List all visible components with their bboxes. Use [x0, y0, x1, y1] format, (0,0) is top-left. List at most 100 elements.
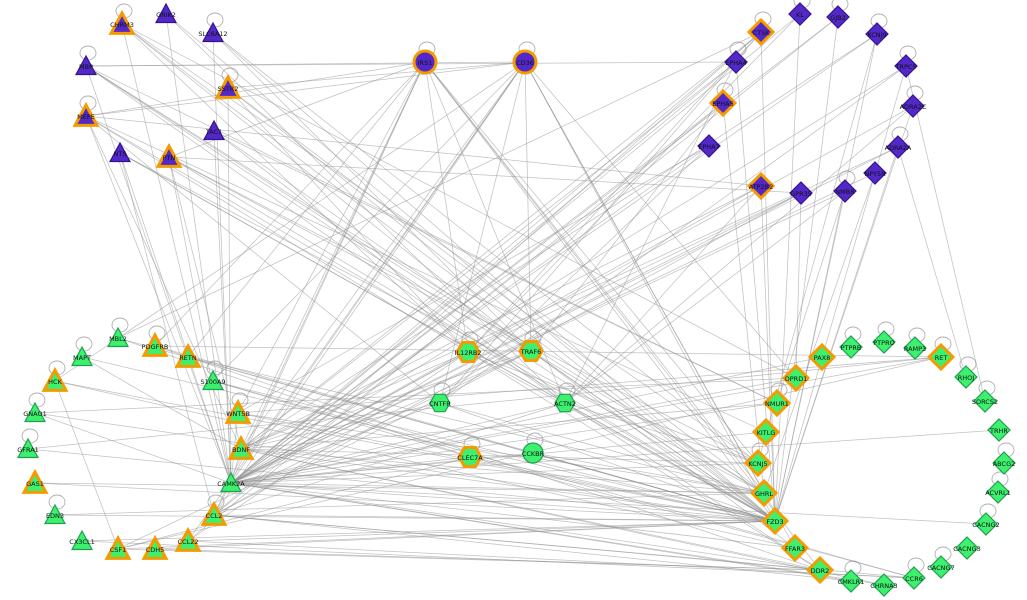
diamond-node-shape[interactable] — [839, 569, 863, 593]
diamond-node-shape[interactable] — [751, 417, 781, 447]
diamond-node-shape[interactable] — [987, 418, 1011, 442]
diamond-node-shape[interactable] — [872, 573, 896, 597]
diamond-node-shape[interactable] — [902, 566, 926, 590]
diamond-node-shape[interactable] — [724, 50, 748, 74]
diamond-node-shape[interactable] — [762, 388, 792, 418]
diamond-node-shape[interactable] — [973, 389, 997, 413]
triangle-node-shape[interactable] — [219, 471, 243, 493]
hexagon-node-shape[interactable] — [554, 393, 576, 413]
triangle-node-shape[interactable] — [155, 142, 183, 168]
node-GPR35[interactable]: GPR35 — [789, 181, 813, 205]
node-TRHR[interactable]: TRHR — [987, 418, 1011, 442]
node-CACNG7[interactable]: CACNG7 — [927, 555, 955, 579]
diamond-node-shape[interactable] — [886, 135, 910, 159]
diamond-node-shape[interactable] — [926, 342, 956, 372]
triangle-node-shape[interactable] — [227, 434, 255, 460]
triangle-node-shape[interactable] — [16, 437, 40, 459]
node-PAX8[interactable]: PAX8 — [807, 342, 837, 372]
triangle-node-shape[interactable] — [202, 119, 226, 141]
triangle-node-shape[interactable] — [174, 342, 202, 368]
hexagon-node-shape[interactable] — [457, 446, 483, 468]
triangle-node-shape[interactable] — [74, 54, 98, 76]
diamond-node-shape[interactable] — [929, 555, 953, 579]
triangle-node-shape[interactable] — [108, 9, 136, 35]
hexagon-node-shape[interactable] — [429, 393, 451, 413]
node-KITLG[interactable]: KITLG — [751, 417, 781, 447]
diamond-node-shape[interactable] — [743, 448, 773, 478]
triangle-node-shape[interactable] — [141, 534, 169, 560]
triangle-node-shape[interactable] — [106, 326, 130, 348]
diamond-node-shape[interactable] — [903, 336, 927, 360]
diamond-node-shape[interactable] — [986, 480, 1010, 504]
diamond-node-shape[interactable] — [954, 365, 978, 389]
node-ADRA2A[interactable]: ADRA2A — [885, 135, 912, 159]
node-ACVRL1[interactable]: ACVRL1 — [985, 480, 1011, 504]
diamond-node-shape[interactable] — [833, 179, 857, 203]
diamond-node-shape[interactable] — [746, 17, 776, 47]
circle-node-shape[interactable] — [412, 49, 438, 75]
triangle-node-shape[interactable] — [224, 398, 252, 424]
diamond-node-shape[interactable] — [780, 533, 810, 563]
node-CHRM3[interactable]: CHRM3 — [108, 9, 136, 35]
diamond-node-shape[interactable] — [872, 330, 896, 354]
triangle-node-shape[interactable] — [23, 401, 47, 423]
diamond-node-shape[interactable] — [863, 161, 887, 185]
diamond-node-shape[interactable] — [760, 506, 790, 536]
diamond-node-shape[interactable] — [708, 88, 738, 118]
diamond-node-shape[interactable] — [901, 94, 925, 118]
diamond-node-shape[interactable] — [992, 451, 1016, 475]
diamond-node-shape[interactable] — [789, 181, 813, 205]
node-SORCS2[interactable]: SORCS2 — [972, 389, 998, 413]
node-IRS1[interactable]: IRS1 — [412, 49, 438, 75]
node-GRIK2[interactable]: GRIK2 — [154, 2, 178, 24]
triangle-node-shape[interactable] — [154, 2, 178, 24]
triangle-node-shape[interactable] — [200, 500, 228, 526]
triangle-node-shape[interactable] — [141, 331, 169, 357]
node-GAS1[interactable]: GAS1 — [21, 468, 49, 494]
node-S100A9[interactable]: S100A9 — [200, 369, 226, 391]
node-PDGFRB[interactable]: PDGFRB — [141, 331, 169, 357]
diamond-node-shape[interactable] — [749, 478, 779, 508]
triangle-node-shape[interactable] — [108, 141, 132, 163]
diamond-node-shape[interactable] — [974, 512, 998, 536]
circle-node-shape[interactable] — [512, 49, 538, 75]
node-CACNG2[interactable]: CACNG2 — [972, 512, 1000, 536]
diamond-node-shape[interactable] — [697, 134, 721, 158]
triangle-node-shape[interactable] — [41, 366, 69, 392]
node-CCKBR[interactable]: CCKBR — [522, 442, 545, 464]
node-TRAF6[interactable]: TRAF6 — [518, 340, 544, 362]
diamond-node-shape[interactable] — [865, 22, 889, 46]
circle-node-shape[interactable] — [522, 442, 544, 464]
diamond-node-shape[interactable] — [839, 335, 863, 359]
diamond-node-shape[interactable] — [788, 2, 812, 26]
triangle-node-shape[interactable] — [43, 503, 67, 525]
node-CACNG3[interactable]: CACNG3 — [953, 536, 981, 560]
triangle-node-shape[interactable] — [70, 345, 94, 367]
node-NTS[interactable]: NTS — [108, 141, 132, 163]
triangle-node-shape[interactable] — [72, 101, 100, 127]
triangle-node-shape[interactable] — [70, 529, 94, 551]
node-SLC6A12[interactable]: SLC6A12 — [198, 21, 228, 43]
triangle-node-shape[interactable] — [174, 526, 202, 552]
triangle-node-shape[interactable] — [214, 73, 242, 99]
diamond-node-shape[interactable] — [807, 342, 837, 372]
triangle-node-shape[interactable] — [201, 369, 225, 391]
node-NPY5R[interactable]: NPY5R — [863, 161, 887, 185]
node-CX3CL1[interactable]: CX3CL1 — [69, 529, 95, 551]
triangle-node-shape[interactable] — [21, 468, 49, 494]
diamond-node-shape[interactable] — [955, 536, 979, 560]
node-RETN[interactable]: RETN — [174, 342, 202, 368]
hexagon-node-shape[interactable] — [455, 341, 481, 363]
diamond-node-shape[interactable] — [894, 54, 918, 78]
node-FZD3[interactable]: FZD3 — [760, 506, 790, 536]
node-CSF1[interactable]: CSF1 — [104, 534, 132, 560]
node-FFAR3[interactable]: FFAR3 — [780, 533, 810, 563]
node-PTN[interactable]: PTN — [155, 142, 183, 168]
diamond-node-shape[interactable] — [781, 363, 811, 393]
diamond-node-shape[interactable] — [746, 171, 776, 201]
hexagon-node-shape[interactable] — [518, 340, 544, 362]
triangle-node-shape[interactable] — [104, 534, 132, 560]
node-CD36[interactable]: CD36 — [512, 49, 538, 75]
diamond-node-shape[interactable] — [805, 555, 835, 585]
